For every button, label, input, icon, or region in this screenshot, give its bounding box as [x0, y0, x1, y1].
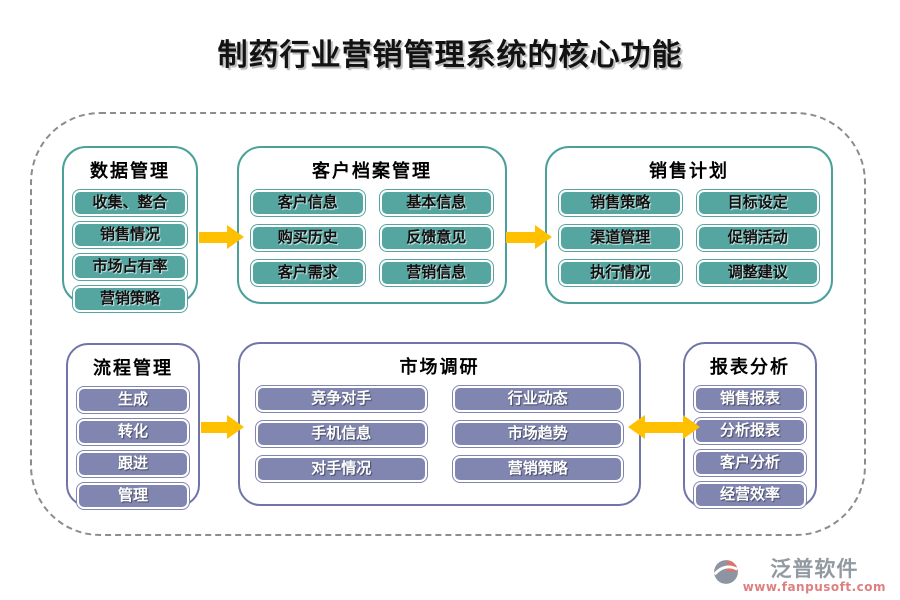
feature-item: 市场趋势: [452, 421, 623, 447]
box-title: 数据管理: [90, 161, 170, 182]
feature-item: 购买历史: [251, 225, 365, 251]
feature-item: 经营效率: [694, 482, 806, 508]
arrowhead-right-icon: [227, 225, 244, 249]
feature-item: 管理: [77, 483, 189, 509]
watermark: 泛普软件 www.fanpusoft.com: [713, 558, 886, 594]
page-title: 制药行业营销管理系统的核心功能: [217, 38, 683, 73]
arrow-shaft: [645, 421, 683, 433]
box-title: 客户档案管理: [312, 161, 432, 182]
watermark-brand: 泛普软件: [770, 557, 859, 581]
feature-item: 竞争对手: [256, 386, 427, 412]
feature-item: 收集、整合: [73, 190, 187, 216]
feature-item: 营销信息: [379, 260, 493, 286]
item-list: 生成转化跟进管理: [68, 387, 198, 509]
feature-item: 行业动态: [452, 386, 623, 412]
feature-item: 目标设定: [696, 190, 819, 216]
item-list: 竞争对手行业动态手机信息市场趋势对手情况营销策略: [240, 386, 639, 482]
feature-item: 手机信息: [256, 421, 427, 447]
feature-item: 基本信息: [379, 190, 493, 216]
feature-item: 渠道管理: [559, 225, 682, 251]
arrowhead-left-icon: [628, 415, 645, 439]
arrow-process-to-research-icon: [201, 415, 244, 439]
feature-item: 调整建议: [696, 260, 819, 286]
box-report-analysis: 报表分析 销售报表分析报表客户分析经营效率: [683, 342, 817, 508]
box-customer-archive-management: 客户档案管理 客户信息基本信息购买历史反馈意见客户需求营销信息: [237, 146, 507, 304]
box-title: 销售计划: [649, 161, 729, 182]
item-list: 销售策略目标设定渠道管理促销活动执行情况调整建议: [547, 190, 831, 286]
feature-item: 促销活动: [696, 225, 819, 251]
feature-item: 销售报表: [694, 386, 806, 412]
box-data-management: 数据管理 收集、整合销售情况市场占有率营销策略: [62, 146, 198, 312]
box-market-research: 市场调研 竞争对手行业动态手机信息市场趋势对手情况营销策略: [238, 342, 641, 506]
box-title: 报表分析: [710, 357, 790, 378]
arrow-shaft: [506, 231, 535, 243]
feature-item: 客户分析: [694, 450, 806, 476]
item-list: 销售报表分析报表客户分析经营效率: [685, 386, 815, 508]
arrowhead-right-icon: [683, 415, 700, 439]
arrow-data-to-customer-icon: [199, 225, 244, 249]
arrowhead-right-icon: [535, 225, 552, 249]
feature-item: 对手情况: [256, 456, 427, 482]
feature-item: 销售情况: [73, 222, 187, 248]
feature-item: 执行情况: [559, 260, 682, 286]
feature-item: 反馈意见: [379, 225, 493, 251]
feature-item: 跟进: [77, 451, 189, 477]
feature-item: 销售策略: [559, 190, 682, 216]
feature-item: 客户信息: [251, 190, 365, 216]
feature-item: 转化: [77, 419, 189, 445]
arrow-customer-to-salesplan-icon: [506, 225, 552, 249]
arrow-research-report-bidirectional-icon: [628, 415, 700, 439]
box-process-management: 流程管理 生成转化跟进管理: [66, 343, 200, 509]
feature-item: 营销策略: [452, 456, 623, 482]
arrow-shaft: [201, 421, 227, 433]
arrow-shaft: [199, 231, 227, 243]
feature-item: 市场占有率: [73, 254, 187, 280]
dashed-frame: [30, 112, 866, 536]
feature-item: 分析报表: [694, 418, 806, 444]
arrowhead-right-icon: [227, 415, 244, 439]
feature-item: 生成: [77, 387, 189, 413]
feature-item: 营销策略: [73, 286, 187, 312]
box-sales-plan: 销售计划 销售策略目标设定渠道管理促销活动执行情况调整建议: [545, 146, 833, 304]
watermark-url: www.fanpusoft.com: [742, 580, 886, 594]
feature-item: 客户需求: [251, 260, 365, 286]
box-title: 市场调研: [399, 357, 480, 378]
box-title: 流程管理: [93, 358, 173, 379]
item-list: 客户信息基本信息购买历史反馈意见客户需求营销信息: [239, 190, 505, 286]
fanpu-logo-icon: [713, 559, 739, 585]
item-list: 收集、整合销售情况市场占有率营销策略: [64, 190, 196, 312]
